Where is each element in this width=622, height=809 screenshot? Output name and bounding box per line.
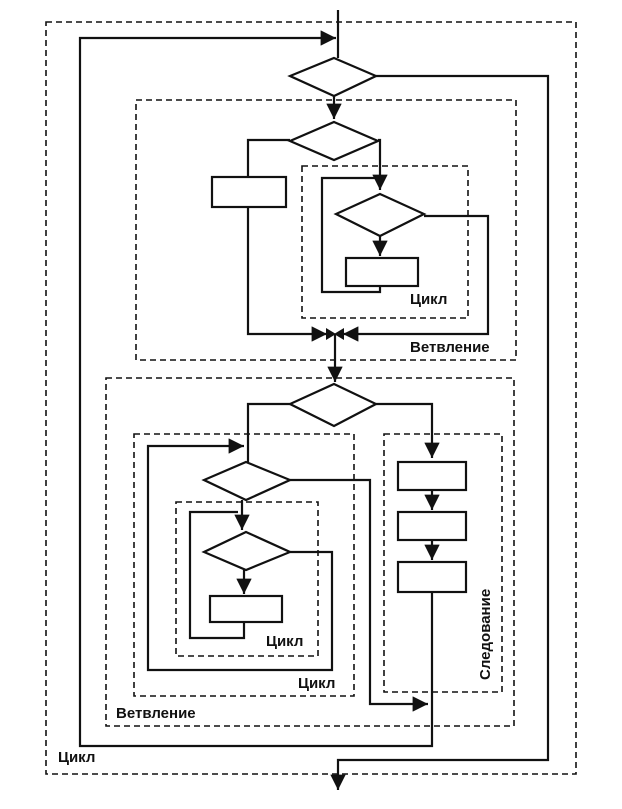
merge-arrowhead-left: [326, 328, 336, 340]
outer-loop-label: Цикл: [58, 749, 95, 766]
bottom-mid-loop-decision: [201, 460, 293, 502]
bottom-inner-loop-frame: [175, 501, 319, 657]
top-branch-action: [210, 175, 288, 209]
top-inner-loop-label: Цикл: [410, 291, 447, 308]
bottom-mid-loop-label: Цикл: [298, 675, 335, 692]
bottom-mid-loop-return: [146, 438, 334, 672]
outer-loop-frame: [45, 21, 577, 775]
top-inner-loop-body: [344, 256, 420, 288]
outer-exit-line: [330, 74, 550, 790]
top-branch-left-path: [246, 138, 327, 342]
bottom-inner-loop-body: [208, 594, 284, 624]
top-branch-frame: [135, 99, 517, 361]
sequence-frame: [383, 433, 503, 693]
sequence-step-1: [396, 460, 468, 492]
sequence-step-3: [396, 560, 468, 594]
bottom-branch-frame: [105, 377, 515, 727]
bottom-mid-loop-frame: [133, 433, 355, 697]
outer-loop-return: [78, 30, 434, 748]
merge-arrowhead-right: [334, 328, 344, 340]
bottom-mid-loop-exit: [290, 478, 428, 712]
sequence-step-2: [396, 510, 468, 542]
top-inner-loop-decision: [333, 192, 427, 238]
bottom-inner-loop-return: [188, 510, 246, 640]
bottom-branch-left-path: [246, 402, 290, 462]
outer-loop-decision: [287, 56, 379, 98]
top-branch-right-path: [372, 138, 388, 190]
top-inner-loop-frame: [301, 165, 469, 319]
bottom-branch-label: Ветвление: [116, 705, 196, 722]
bottom-inner-loop-decision: [201, 530, 293, 572]
bottom-branch-right-path: [376, 402, 440, 458]
bottom-branch-decision: [287, 382, 379, 428]
top-branch-label: Ветвление: [410, 339, 490, 356]
sequence-label: Следование: [477, 589, 494, 680]
bottom-inner-loop-label: Цикл: [266, 633, 303, 650]
top-inner-loop-return: [320, 176, 382, 294]
top-branch-decision: [287, 120, 381, 162]
top-inner-loop-exit: [343, 214, 490, 342]
